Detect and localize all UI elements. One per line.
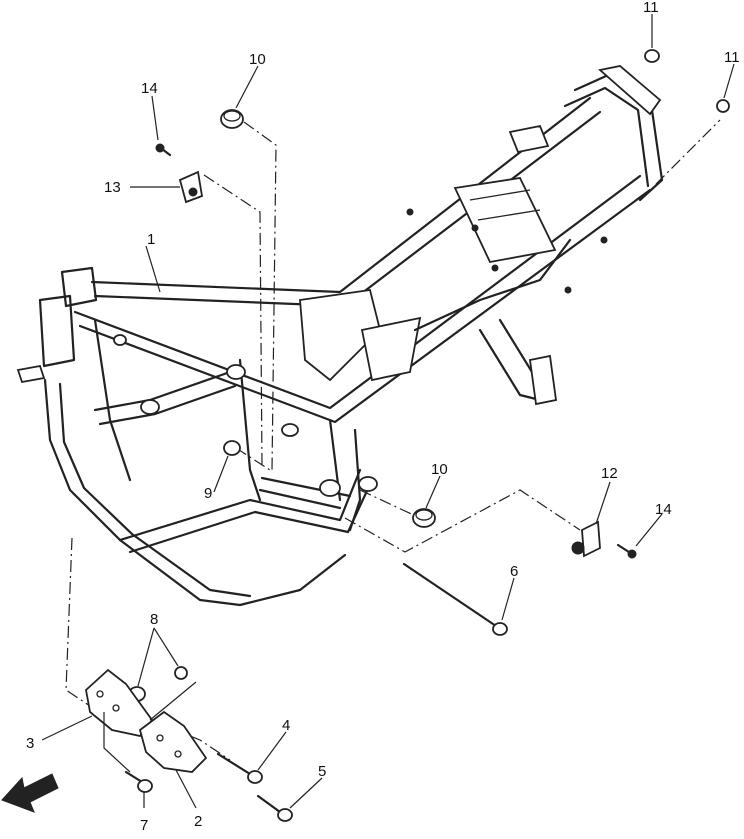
assembly-center-lines [65,119,721,761]
bolt-right-icon [616,543,637,559]
bracket-12-icon [571,520,601,558]
callout-10-lower: 10 [431,461,448,478]
main-frame [16,65,664,607]
nut-8-icon [174,666,188,680]
front-direction-arrow-icon [1,773,59,813]
callout-14-upper: 14 [141,80,158,97]
engine-bracket-2-icon [138,710,208,773]
bolt-4-icon [216,752,263,784]
callout-7: 7 [140,817,148,834]
callout-2: 2 [194,813,202,830]
callout-9: 9 [204,485,212,502]
callout-5: 5 [318,763,326,780]
callout-3: 3 [26,735,34,752]
bolt-7-icon [124,770,153,793]
callout-14-right: 14 [655,501,672,518]
leader-lines [41,14,735,809]
bolt-5-icon [256,794,293,822]
callout-11-right: 11 [724,49,740,66]
engine-bracket-3-icon [85,668,154,738]
bracket-13-icon [178,170,204,204]
cap-a-icon [644,49,660,63]
mount-9-icon [223,440,241,456]
callout-6: 6 [510,563,518,580]
bolt-upper-icon [155,143,172,157]
callout-4: 4 [282,717,290,734]
small-parts [1,49,730,822]
rubber-mount-lower-icon [412,508,436,528]
long-bolt-icon [402,562,508,636]
rubber-mount-upper-icon [220,109,244,129]
callout-12: 12 [601,465,618,482]
callout-labels: 1 2 3 4 5 6 7 8 9 10 10 11 11 12 13 14 1… [26,0,740,834]
cap-b-icon [716,99,730,113]
callout-13: 13 [104,179,121,196]
callout-1: 1 [147,231,155,248]
callout-11-left: 11 [643,0,659,16]
callout-10-upper: 10 [249,51,266,68]
callout-8: 8 [150,611,158,628]
